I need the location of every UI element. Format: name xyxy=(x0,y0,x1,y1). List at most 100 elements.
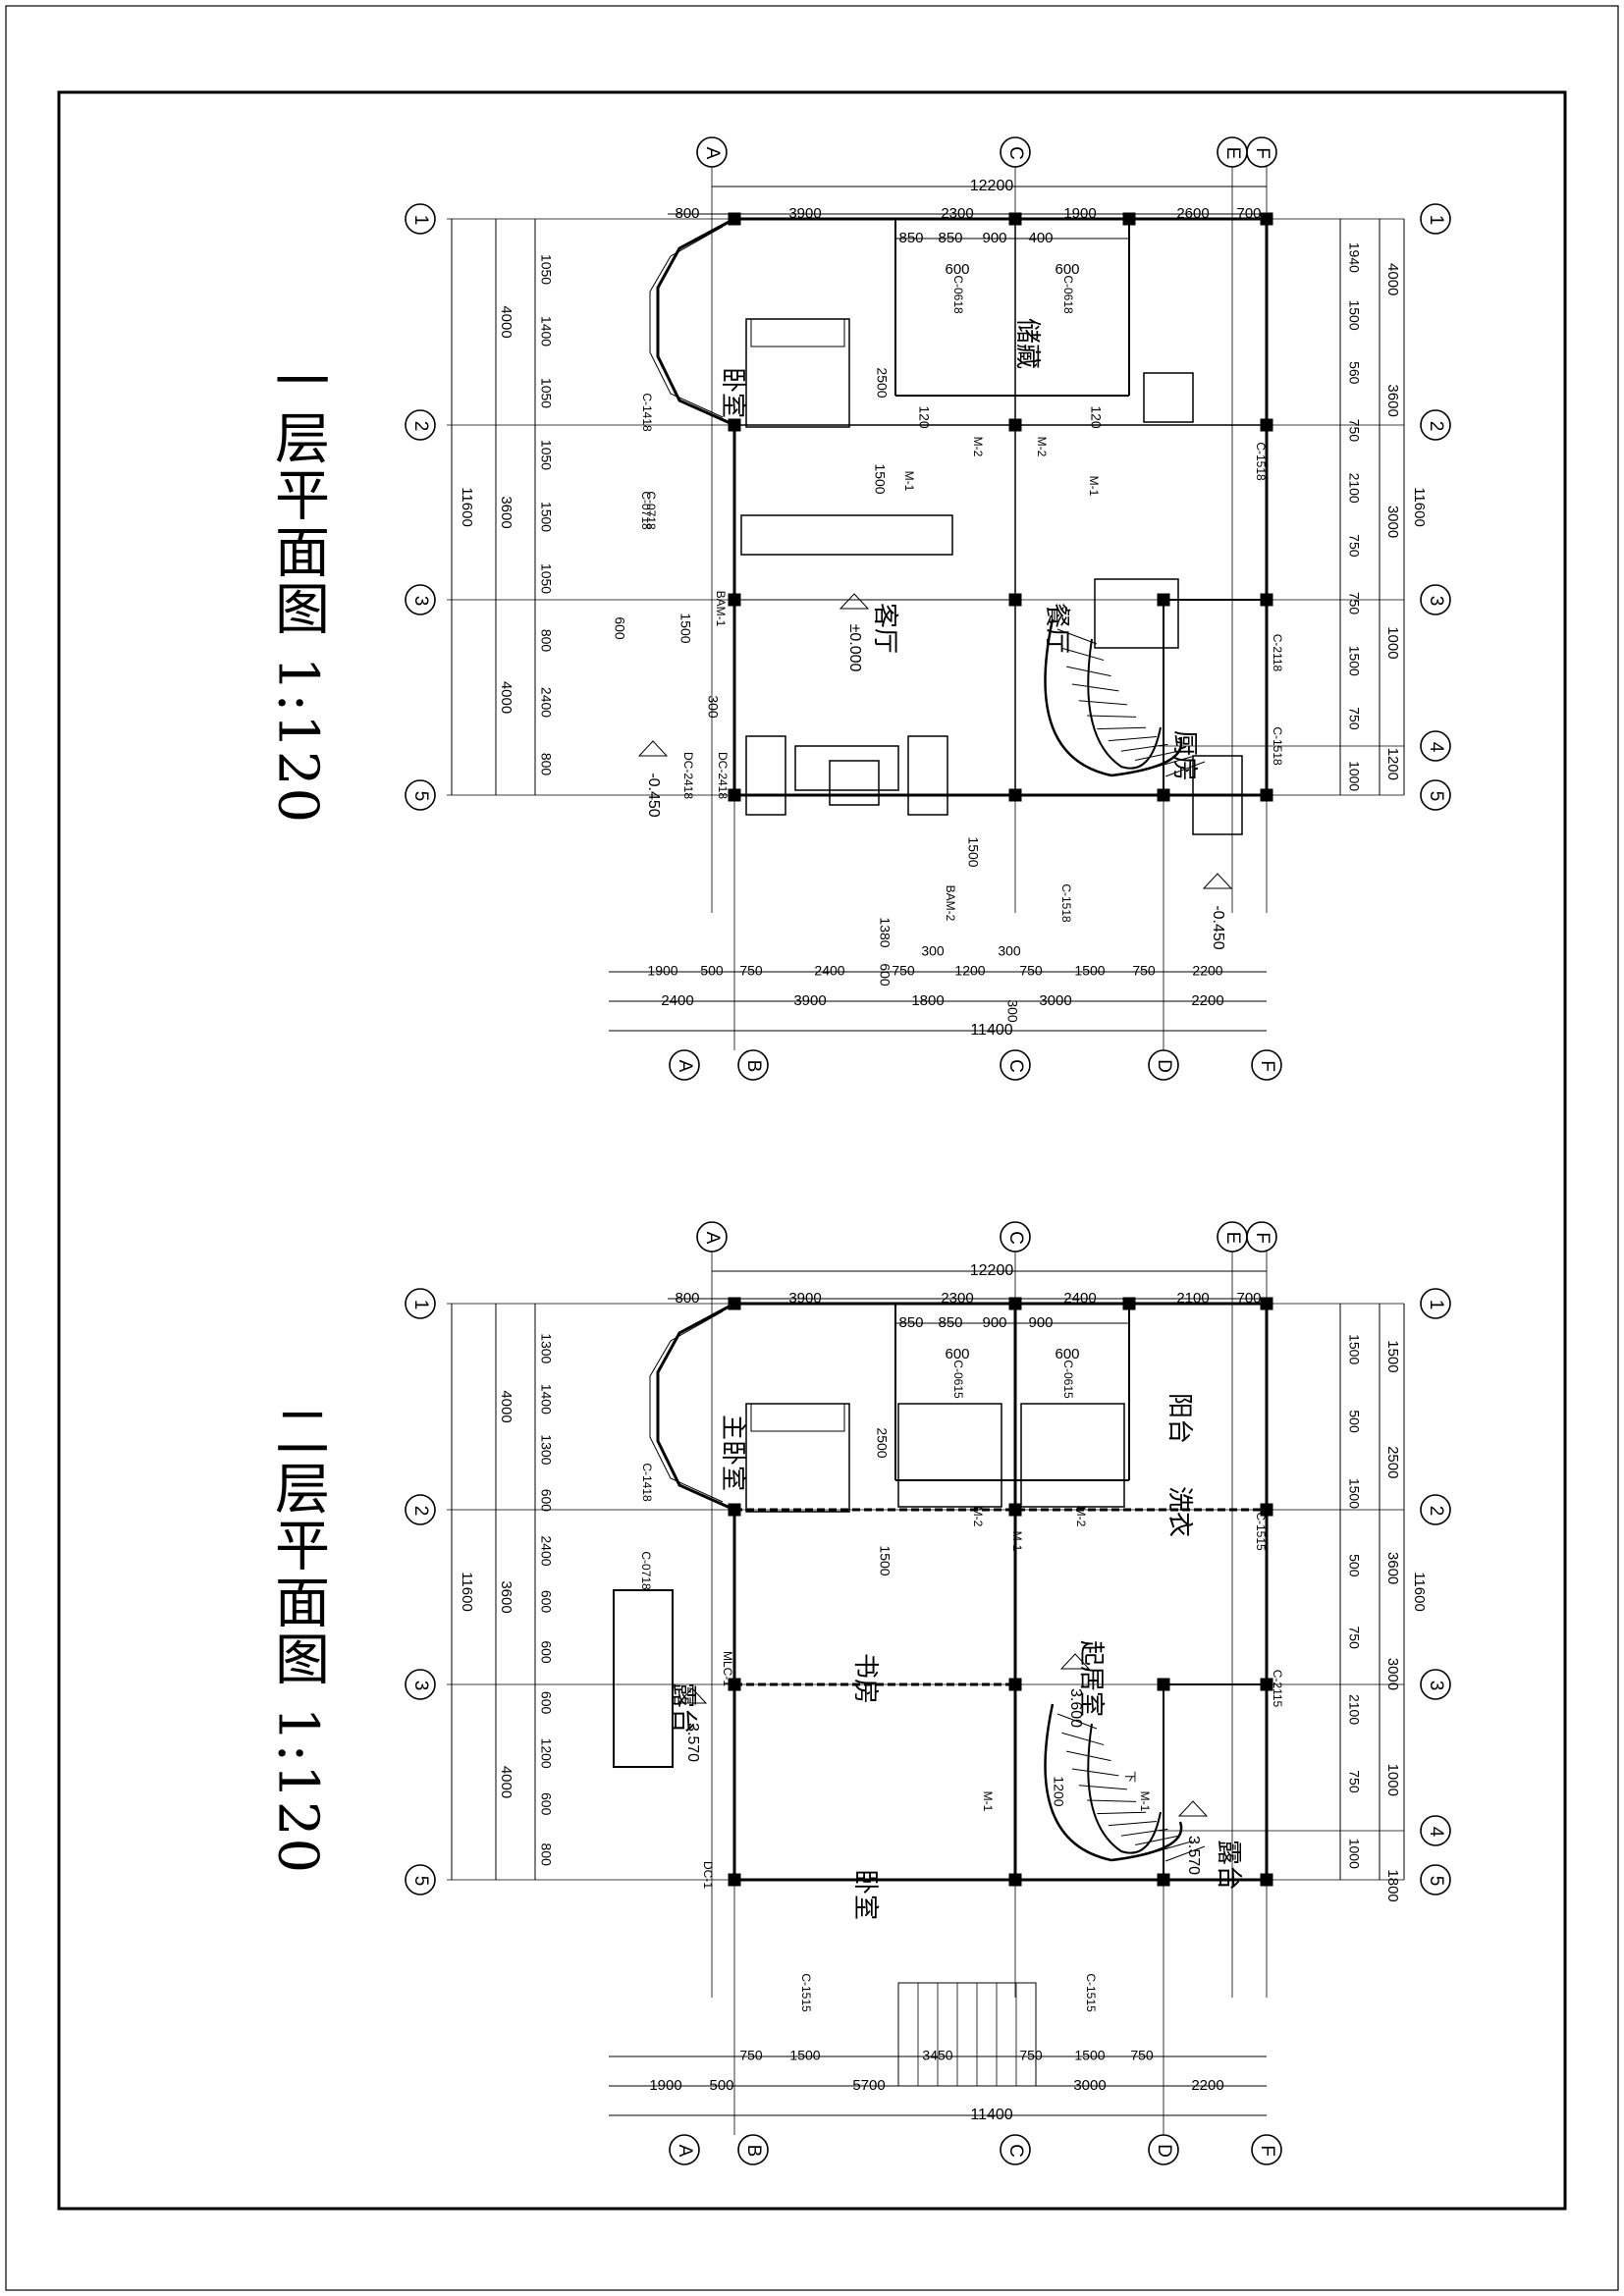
dim-bottom-inner-value: 1200 xyxy=(954,963,985,979)
axis-bubble-left-circle xyxy=(405,1669,436,1700)
dim-left-inner-value: 1400 xyxy=(538,1384,554,1415)
axis-bubble-top-circle xyxy=(696,1221,728,1253)
kitchen-counter-icon xyxy=(1192,755,1243,835)
dim-left-inner-value: 800 xyxy=(538,1843,554,1867)
column xyxy=(1157,593,1170,607)
dim-right-inner-value: 750 xyxy=(1346,534,1362,558)
dim-left-inner-value: 1050 xyxy=(538,378,554,408)
component-label: C-1518 xyxy=(1059,883,1073,923)
component-label: C-1518 xyxy=(1254,442,1268,481)
dim-left-outer-value: 3600 xyxy=(498,1580,514,1613)
stair-tread xyxy=(1150,756,1193,770)
column xyxy=(1260,1297,1273,1310)
axis-bubble-left: 1 xyxy=(410,215,431,226)
axis-bubble-top: C xyxy=(1005,146,1026,160)
dim-step-value: 300 xyxy=(921,943,945,959)
stair-tread xyxy=(1135,1835,1180,1846)
axis-bubble-left-circle xyxy=(405,779,436,811)
axis-bubble-top: C xyxy=(1005,1231,1026,1245)
axis-bubble-bottom: C xyxy=(1005,2144,1026,2158)
column xyxy=(1260,788,1273,802)
level-marker xyxy=(1177,1800,1209,1817)
dim-bottom-inner-value: 750 xyxy=(1019,963,1043,979)
dim-right-total-value: 11600 xyxy=(1411,1572,1428,1612)
dim-left-inner-value: 1050 xyxy=(538,563,554,594)
dim-right-outer-value: 1500 xyxy=(1384,1340,1401,1372)
component-label: C-0615 xyxy=(1061,1360,1075,1399)
column xyxy=(728,1873,741,1887)
component-label: C-1515 xyxy=(799,1973,813,2012)
component-label: M-1 xyxy=(902,471,916,492)
dim-bottom-inner-value: 1900 xyxy=(647,963,677,979)
dim-top-value: 700 xyxy=(1236,1290,1261,1307)
dim-bottom-inner-value: 750 xyxy=(1130,2048,1154,2063)
dim-left-inner-value: 600 xyxy=(538,1691,554,1715)
axis-bubble-bottom: A xyxy=(675,1060,695,1073)
stair-tread xyxy=(1061,1732,1105,1746)
column xyxy=(728,1503,741,1517)
room-name: 起居室 xyxy=(1077,1640,1107,1717)
dim-top-sub-value: 400 xyxy=(1028,230,1053,246)
dim-right-inner-value: 1000 xyxy=(1346,1839,1362,1869)
component-label: M-2 xyxy=(1035,437,1049,457)
component-label: M-1 xyxy=(1010,1531,1024,1552)
dim-misc-value: 120 xyxy=(916,405,932,429)
column xyxy=(1008,593,1022,607)
stair-tread xyxy=(1066,1750,1111,1762)
armchair-icon xyxy=(745,735,786,816)
dim-bottom-total-value: 11400 xyxy=(970,1022,1012,1039)
dim-left-inner-value: 600 xyxy=(538,1640,554,1664)
stair-tread xyxy=(1066,666,1111,677)
bay-window-wall xyxy=(656,217,735,427)
axis-bubble-left: 5 xyxy=(410,791,431,802)
column xyxy=(1260,1678,1273,1691)
dim-top-value: 2100 xyxy=(1176,1290,1209,1307)
stair-tread xyxy=(1097,726,1147,730)
dim-bottom-inner-value: 750 xyxy=(892,963,915,979)
component-label: M-2 xyxy=(1074,1507,1088,1527)
component-label: DC-1 xyxy=(701,1861,715,1889)
dim-misc-value: 1500 xyxy=(877,1545,893,1575)
dim-top-sub-value: 850 xyxy=(898,230,923,246)
component-label: M-2 xyxy=(971,1507,985,1527)
dim-right-inner-value: 750 xyxy=(1346,592,1362,615)
column xyxy=(1008,788,1022,802)
terrace-rail-icon xyxy=(613,1589,674,1768)
dim-bottom-outer-value: 3000 xyxy=(1073,2077,1106,2094)
column xyxy=(728,212,741,226)
dim-right-inner-value: 2100 xyxy=(1346,473,1362,504)
dim-top-value: 2300 xyxy=(941,1290,973,1307)
column xyxy=(728,788,741,802)
room-name: 主卧室 xyxy=(719,1415,748,1491)
plan2-title: 二层平面图 1:120 xyxy=(265,1403,330,1876)
axis-bubble-bottom: F xyxy=(1257,2145,1277,2157)
axis-bubble-bottom-circle xyxy=(669,1049,700,1081)
component-label: C-0618 xyxy=(1061,275,1075,314)
dim-top-sub-value: 850 xyxy=(938,1314,962,1331)
component-label: DC-2418 xyxy=(681,752,695,799)
outer-border xyxy=(5,5,1619,2291)
axis-bubble-bottom-circle xyxy=(1148,2134,1179,2165)
axis-bubble-right-circle xyxy=(1420,1494,1451,1525)
axis-bubble-bottom-circle xyxy=(737,1049,769,1081)
dim-top-value: 800 xyxy=(675,205,699,222)
dim-misc-value: 2500 xyxy=(874,1427,890,1458)
axis-bubble-left: 1 xyxy=(410,1300,431,1310)
dim-bottom-total-value: 11400 xyxy=(970,2107,1012,2123)
column xyxy=(1008,1873,1022,1887)
dim-right-inner-value: 750 xyxy=(1346,1627,1362,1650)
column xyxy=(1260,593,1273,607)
axis-bubble-top-circle xyxy=(1000,136,1031,168)
dim-right-inner-value: 560 xyxy=(1346,361,1362,385)
column xyxy=(728,593,741,607)
axis-bubble-right-circle xyxy=(1420,779,1451,811)
axis-bubble-left: 5 xyxy=(410,1876,431,1887)
inner-frame xyxy=(57,90,1567,2211)
dim-bottom-inner-value: 2200 xyxy=(1192,963,1222,979)
stair-outer xyxy=(1044,1703,1183,1862)
dim-misc-value: 1200 xyxy=(1051,1776,1066,1806)
room-name: 露台 xyxy=(1215,1840,1244,1891)
dim-right-inner-value: 1500 xyxy=(1346,299,1362,330)
component-label: C-0718 xyxy=(639,1551,653,1590)
